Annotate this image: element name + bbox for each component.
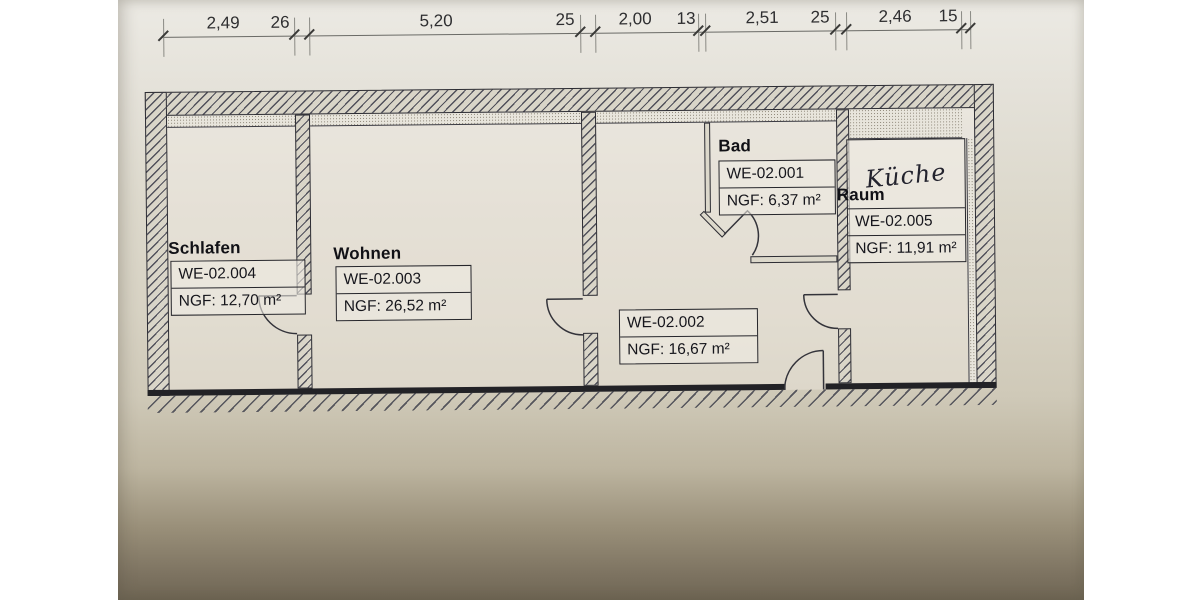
door-arc-wohnen: [546, 299, 584, 336]
room-name-raum: Raum: [836, 184, 885, 205]
room-code: WE-02.001: [726, 164, 805, 183]
room-name-wohnen: Wohnen: [333, 243, 402, 264]
plan-rotated-wrapper: 2,49 26 5,20 25 2,00 13 2,51 25 2,46 15: [116, 0, 1088, 600]
door-arc-raum: [802, 294, 839, 330]
room-label-box-schlafen: WE-02.004 NGF: 12,70 m²: [170, 259, 306, 316]
room-label-box-bad: WE-02.001 NGF: 6,37 m²: [718, 159, 836, 216]
room-name-schlafen: Schlafen: [168, 238, 241, 258]
floor-plan-photo: 2,49 26 5,20 25 2,00 13 2,51 25 2,46 15: [118, 0, 1084, 600]
room-name-bad: Bad: [718, 136, 752, 156]
room-code: WE-02.003: [343, 270, 422, 289]
room-area: NGF: 6,37 m²: [719, 186, 835, 215]
room-code: WE-02.004: [178, 264, 257, 283]
room-area: NGF: 16,67 m²: [620, 335, 758, 364]
room-area: NGF: 26,52 m²: [336, 291, 471, 321]
room-label-box-flur: WE-02.002 NGF: 16,67 m²: [618, 308, 759, 365]
room-label-box-wohnen: WE-02.003 NGF: 26,52 m²: [335, 264, 472, 322]
door-arc-entrance: [783, 349, 824, 390]
door-arc-bad: [746, 209, 760, 256]
room-code: WE-02.002: [626, 313, 705, 332]
room-area: NGF: 12,70 m²: [171, 286, 305, 315]
room-area: NGF: 11,91 m²: [848, 234, 966, 263]
